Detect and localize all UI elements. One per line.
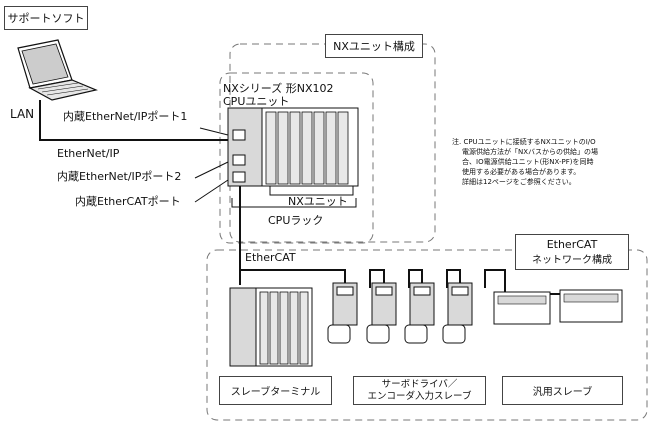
servo-drive-4	[442, 282, 473, 344]
ethercat-net-title-box: EtherCAT ネットワーク構成	[515, 234, 629, 270]
cpu-rack-device	[227, 107, 359, 187]
leader-port2	[194, 161, 229, 179]
lan-label: LAN	[10, 107, 35, 121]
note-line1: 注. CPUユニットに接続するNXユニットのI/O	[452, 138, 596, 146]
nx-unit-label: NXユニット	[288, 195, 348, 208]
cpu-rack-bracket	[231, 198, 357, 208]
cpu-rack-region	[219, 72, 374, 244]
nx-config-title: NXユニット構成	[333, 40, 415, 53]
cpu-model-label: NXシリーズ 形NX102 CPUユニット	[223, 82, 334, 108]
leader-ethercat	[194, 179, 229, 203]
ethercat-port-label: 内蔵EtherCATポート	[75, 195, 181, 208]
servo-drive-1	[327, 282, 358, 344]
cpu-rack-label: CPUラック	[268, 214, 324, 227]
ethercat-bus-label: EtherCAT	[245, 251, 296, 264]
general-slave-box: 汎用スレーブ	[502, 376, 623, 405]
port2-label: 内蔵EtherNet/IPポート2	[57, 170, 182, 183]
ethercat-net-line2: ネットワーク構成	[532, 255, 612, 266]
ethercat-chain	[239, 269, 560, 295]
note-block: 注. CPUユニットに接続するNXユニットのI/O 電源供給方法が「NXバスから…	[452, 137, 598, 187]
ethercat-network-region	[206, 249, 648, 421]
ethercat-net-line1: EtherCAT	[546, 238, 598, 251]
nx-unit-bracket	[269, 186, 354, 196]
note-line2: 電源供給方法が「NXバスからの供給」の場	[462, 148, 599, 156]
servo-box: サーボドライバ／ エンコーダ入力スレーブ	[353, 376, 486, 405]
servo-drive-2	[366, 282, 397, 344]
slave-terminal-device	[229, 287, 313, 367]
note-line4: 使用する必要がある場合があります。	[462, 168, 581, 176]
lan-cable	[39, 100, 228, 141]
ethernet-ip-label: EtherNet/IP	[57, 147, 120, 160]
nx-config-title-box: NXユニット構成	[325, 34, 423, 58]
slave-terminal-label: スレーブターミナル	[230, 387, 321, 398]
note-line5: 詳細は12ページをご参照ください。	[462, 178, 576, 186]
support-software-label: サポートソフト	[7, 12, 85, 25]
slave-terminal-box: スレーブターミナル	[219, 376, 332, 405]
servo-drive-3	[404, 282, 435, 344]
port1-label: 内蔵EtherNet/IPポート1	[63, 110, 188, 123]
cpu-model-line1: NXシリーズ 形NX102	[223, 82, 334, 95]
laptop-icon	[17, 39, 98, 101]
general-slave-label: 汎用スレーブ	[532, 387, 593, 398]
note-line3: 合、IO電源供給ユニット(形NX-PF)を同時	[462, 158, 594, 166]
nx-config-region	[229, 43, 436, 243]
general-slave-2	[559, 289, 623, 323]
cpu-model-line2: CPUユニット	[223, 94, 290, 108]
general-slave-1	[493, 291, 551, 325]
servo-line2: エンコーダ入力スレーブ	[367, 390, 472, 402]
servo-line1: サーボドライバ／	[381, 378, 458, 390]
support-software-box: サポートソフト	[4, 6, 88, 30]
leader-port1	[199, 127, 229, 136]
